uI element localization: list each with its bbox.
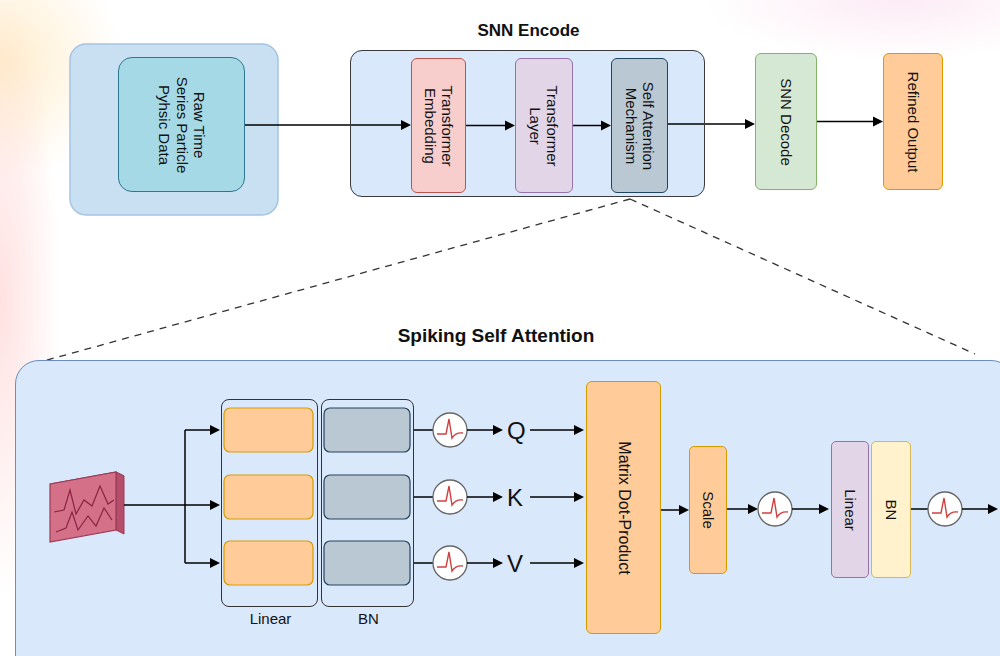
group-heading: SNN Encode — [351, 21, 706, 41]
flow-arrow — [817, 117, 883, 127]
signal-wire — [792, 508, 821, 510]
input-panel — [70, 44, 278, 215]
box-label: Raw Time Series Particle Pyhsic Data — [156, 69, 208, 181]
arrow-head — [401, 120, 411, 130]
signal-wire — [530, 429, 576, 431]
arrow-head — [574, 492, 584, 502]
connector-line — [466, 125, 507, 127]
group-box: Linear — [221, 399, 318, 607]
signal-wire — [962, 508, 990, 510]
arrow-head — [988, 504, 998, 514]
spike-neuron — [758, 492, 792, 526]
box-label: Linear — [841, 447, 858, 572]
process-box: Refined Output — [883, 53, 943, 190]
arrow-head — [493, 558, 503, 568]
spike-trace — [932, 498, 958, 517]
connector-line — [668, 123, 747, 125]
connector-line — [573, 125, 603, 127]
linear-blocks — [224, 408, 313, 585]
flow-arrow — [466, 121, 515, 131]
signal-wire — [530, 562, 576, 564]
zoom-leader — [630, 199, 975, 354]
process-box: BN — [871, 441, 911, 578]
arrow-head — [873, 117, 883, 127]
flow-arrow — [668, 119, 755, 129]
process-box: Matrix Dot-Product — [586, 381, 661, 634]
flow-arrow — [661, 505, 689, 515]
flow-arrow — [245, 120, 411, 130]
spike-trace — [437, 419, 463, 438]
flow-arrow — [573, 121, 611, 131]
arrow-heads — [210, 425, 220, 568]
group-box: BN — [321, 399, 414, 607]
signal-name: V — [507, 552, 523, 576]
signal-wire — [726, 508, 750, 510]
process-box: SNN Decode — [755, 53, 817, 190]
process-box: Self Attention Mechanism — [611, 58, 668, 193]
encoder-fill — [350, 50, 705, 197]
arrow-head — [601, 121, 611, 131]
box-label: Self Attention Mechanism — [622, 66, 657, 186]
box-label: Scale — [699, 452, 716, 568]
signal-name: Q — [507, 419, 526, 443]
spike-neuron — [433, 413, 467, 447]
spike-trace — [437, 486, 463, 505]
process-box: Transformer Embedding — [411, 58, 466, 193]
spike-neurons — [413, 413, 998, 580]
arrow-head — [574, 425, 584, 435]
group-heading: BN — [322, 610, 415, 627]
signal-wire — [530, 496, 576, 498]
signal-wire — [467, 562, 495, 564]
spike-neuron — [433, 546, 467, 580]
group-heading: Spiking Self Attention — [346, 325, 646, 347]
box-label: Transformer Layer — [527, 66, 562, 186]
signal-wire — [413, 562, 433, 564]
input-wires — [124, 430, 212, 563]
box-label: Matrix Dot-Product — [614, 433, 632, 583]
arrow-head — [679, 505, 689, 515]
spike-trace — [762, 498, 788, 517]
process-box: Scale — [689, 446, 727, 574]
box-label: BN — [882, 447, 899, 572]
signal-wire — [413, 429, 433, 431]
spike-neuron — [433, 480, 467, 514]
group-heading: Linear — [222, 610, 319, 627]
arrow-head — [745, 119, 755, 129]
signal-wire — [467, 496, 495, 498]
process-box: Transformer Layer — [515, 58, 573, 193]
signal-name: K — [507, 486, 523, 510]
signal-wire — [467, 429, 495, 431]
connector-line — [661, 509, 681, 511]
bn-blocks — [324, 408, 410, 585]
panel-fill — [15, 360, 1000, 656]
input-tensor — [50, 472, 124, 542]
box-label: SNN Decode — [777, 59, 794, 184]
box-label: Refined Output — [904, 59, 921, 184]
arrow-head — [748, 504, 758, 514]
connector-line — [245, 124, 403, 126]
process-box: Linear — [831, 441, 869, 578]
arrow-head — [493, 425, 503, 435]
spike-trace — [437, 552, 463, 571]
signal-wire — [413, 496, 433, 498]
connector-line — [817, 121, 875, 123]
signal-wire — [910, 508, 928, 510]
box-label: Transformer Embedding — [421, 66, 456, 186]
arrow-head — [493, 492, 503, 502]
arrow-head — [505, 121, 515, 131]
arrow-head — [819, 504, 829, 514]
spike-neuron — [928, 492, 962, 526]
arrow-head — [574, 558, 584, 568]
group-box: SNN EncodeTransformer EmbeddingTransform… — [350, 50, 705, 197]
process-box: Raw Time Series Particle Pyhsic Data — [118, 57, 245, 192]
